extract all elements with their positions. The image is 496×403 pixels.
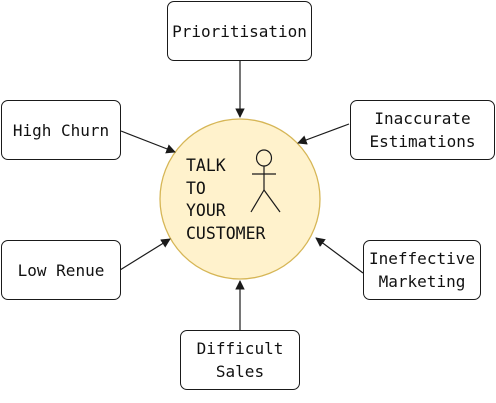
- stick-figure-icon: [250, 149, 281, 213]
- arrow-high-churn: [120, 130, 176, 154]
- node-difficult-sales: Difficult Sales: [180, 330, 300, 390]
- arrow-ineffective-marketing: [315, 237, 364, 274]
- node-high-churn: High Churn: [1, 100, 121, 160]
- node-low-renue: Low Renue: [1, 240, 121, 300]
- center-label: TALK TO YOUR CUSTOMER: [186, 156, 266, 243]
- node-inaccurate-estimations: Inaccurate Estimations: [350, 100, 495, 160]
- node-prioritisation: Prioritisation: [167, 1, 312, 61]
- arrow-low-renue: [119, 238, 171, 271]
- center-circle: [159, 118, 321, 280]
- node-ineffective-marketing: Ineffective Marketing: [363, 240, 481, 300]
- arrow-inaccurate-estimations: [297, 123, 350, 145]
